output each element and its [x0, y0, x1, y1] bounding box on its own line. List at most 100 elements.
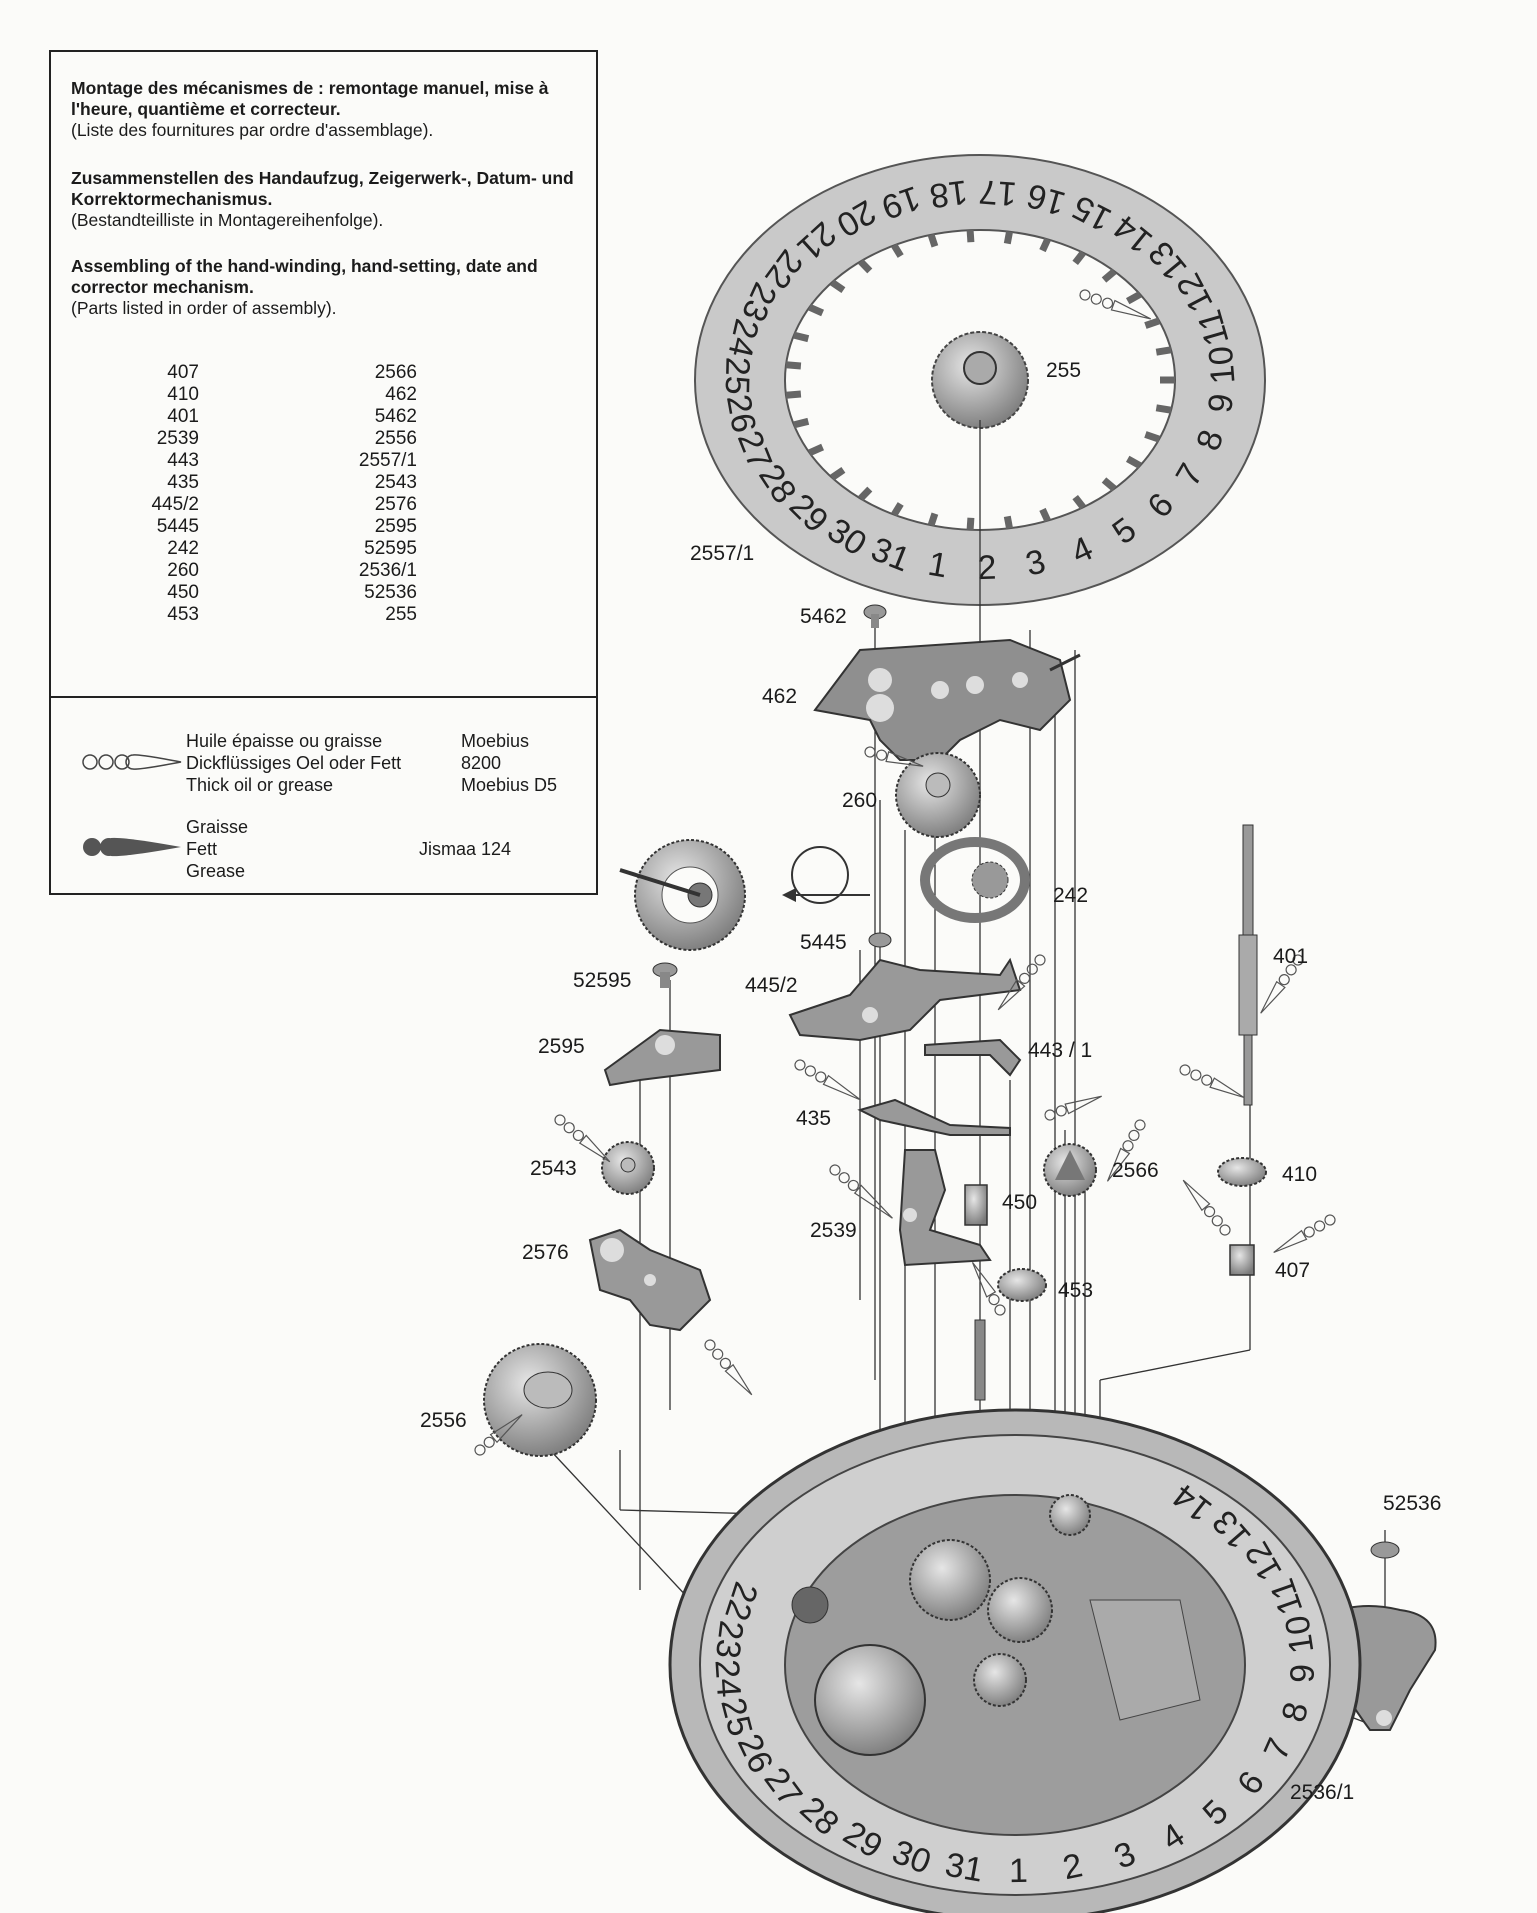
date-disc-tooth	[1125, 455, 1142, 469]
french-subtitle: (Liste des fournitures par ordre d'assem…	[71, 120, 434, 140]
part-445-2-lever	[788, 957, 1022, 1042]
part-number: 445/2	[151, 494, 199, 515]
parts-list-left: 407 410 401 2539 443 435 445/2 5445 242 …	[121, 362, 199, 626]
date-number: 24	[707, 1658, 747, 1698]
label-2595: 2595	[538, 1035, 585, 1058]
oil-line-de: Dickflüssiges Oel oder Fett	[186, 753, 402, 773]
label-410: 410	[1282, 1163, 1318, 1186]
date-disc-tooth	[808, 303, 825, 317]
part-242-wheel	[920, 837, 1030, 923]
date-number: 24	[720, 315, 765, 360]
date-disc-tooth	[1155, 346, 1172, 356]
date-number: 17	[977, 172, 1018, 213]
date-number: 10	[1202, 345, 1243, 386]
label-260: 260	[842, 789, 878, 812]
part-number: 410	[167, 384, 199, 405]
oil-brand-line: 8200	[461, 753, 502, 773]
label-2576: 2576	[522, 1241, 569, 1264]
part-443-1-lever	[924, 1038, 1022, 1077]
date-disc-tooth	[966, 517, 975, 531]
part-number: 2557/1	[358, 450, 417, 471]
part-2576-plate	[588, 1228, 712, 1332]
date-disc-tooth	[966, 229, 975, 243]
date-number: 2	[977, 549, 997, 588]
date-disc-tooth	[785, 390, 802, 399]
label-5462: 5462	[800, 605, 847, 628]
date-number: 1	[1009, 1852, 1028, 1890]
legend-english: Assembling of the hand-winding, hand-set…	[71, 256, 581, 319]
date-number: 31	[942, 1846, 986, 1890]
german-title: Zusammenstellen des Handaufzug, Zeigerwe…	[71, 168, 574, 209]
date-disc-tooth	[793, 417, 810, 429]
legend-german: Zusammenstellen des Handaufzug, Zeigerwe…	[71, 168, 581, 231]
part-number: 255	[385, 604, 417, 625]
legend-divider	[51, 696, 596, 698]
date-disc-teeth	[785, 229, 1175, 531]
date-disc-tooth	[1003, 515, 1013, 529]
part-number: 242	[167, 538, 199, 559]
part-number: 453	[167, 604, 199, 625]
part-number: 407	[167, 362, 199, 383]
part-number: 462	[385, 384, 417, 405]
part-number: 5445	[156, 516, 199, 537]
label-445-2: 445/2	[745, 974, 798, 997]
legend-box: Montage des mécanismes de : remontage ma…	[49, 50, 598, 895]
label-2539: 2539	[810, 1219, 857, 1242]
label-453: 453	[1058, 1279, 1094, 1302]
oil-line-fr: Huile épaisse ou graisse	[186, 731, 383, 751]
date-disc-tooth	[858, 258, 873, 274]
part-number: 450	[167, 582, 199, 603]
part-number: 2595	[374, 516, 417, 537]
part-number: 5462	[374, 406, 417, 427]
date-disc-tooth	[1072, 494, 1086, 510]
grease-description: Graisse Fett Grease	[186, 816, 248, 882]
label-2543: 2543	[530, 1157, 577, 1180]
label-52536: 52536	[1383, 1492, 1442, 1515]
date-number: 9	[1201, 392, 1241, 415]
date-disc-tooth	[793, 331, 810, 343]
part-52595-screw	[652, 962, 678, 988]
date-disc-tooth	[1144, 317, 1161, 329]
oil-description: Huile épaisse ou graisse Dickflüssiges O…	[186, 730, 401, 796]
grease-drop-icon	[83, 837, 181, 857]
date-disc-tooth	[1003, 231, 1013, 245]
german-subtitle: (Bestandteilliste in Montagereihenfolge)…	[71, 210, 384, 230]
date-disc-tooth	[1125, 291, 1142, 305]
label-2566: 2566	[1112, 1159, 1159, 1182]
part-5445-screw	[868, 932, 892, 948]
part-255-wheel	[931, 331, 1029, 429]
date-disc-tooth	[891, 243, 904, 258]
label-2556: 2556	[420, 1409, 467, 1432]
oil-brand: Moebius 8200 Moebius D5	[461, 730, 557, 796]
parts-list-right: 2566 462 5462 2556 2557/1 2543 2576 2595…	[311, 362, 417, 626]
part-number: 443	[167, 450, 199, 471]
part-number: 2566	[374, 362, 417, 383]
date-number: 23	[708, 1618, 750, 1660]
part-407-pinion	[1229, 1244, 1255, 1276]
part-number: 52536	[364, 582, 417, 603]
part-number: 401	[167, 406, 199, 427]
part-2539-lever	[898, 1149, 992, 1267]
part-2543-wheel	[601, 1141, 655, 1195]
part-number: 435	[167, 472, 199, 493]
part-ratchet-wheel	[619, 839, 746, 951]
part-2595-plate	[603, 1028, 721, 1087]
date-number: 25	[713, 1694, 759, 1740]
label-2536-1: 2536/1	[1290, 1781, 1355, 1804]
label-255: 255	[1046, 359, 1082, 382]
label-242: 242	[1053, 884, 1089, 907]
french-title: Montage des mécanismes de : remontage ma…	[71, 78, 549, 119]
grease-line-fr: Graisse	[186, 817, 249, 837]
part-number: 2556	[374, 428, 417, 449]
date-disc-tooth	[830, 279, 846, 293]
grease-brand: Jismaa 124	[419, 839, 512, 859]
part-number: 2543	[374, 472, 417, 493]
part-number: 2576	[374, 494, 417, 515]
date-disc-tooth	[1144, 431, 1161, 443]
rotation-arrow-icon	[782, 846, 870, 904]
date-disc-tooth	[927, 512, 939, 527]
part-5462-screw	[863, 604, 887, 628]
